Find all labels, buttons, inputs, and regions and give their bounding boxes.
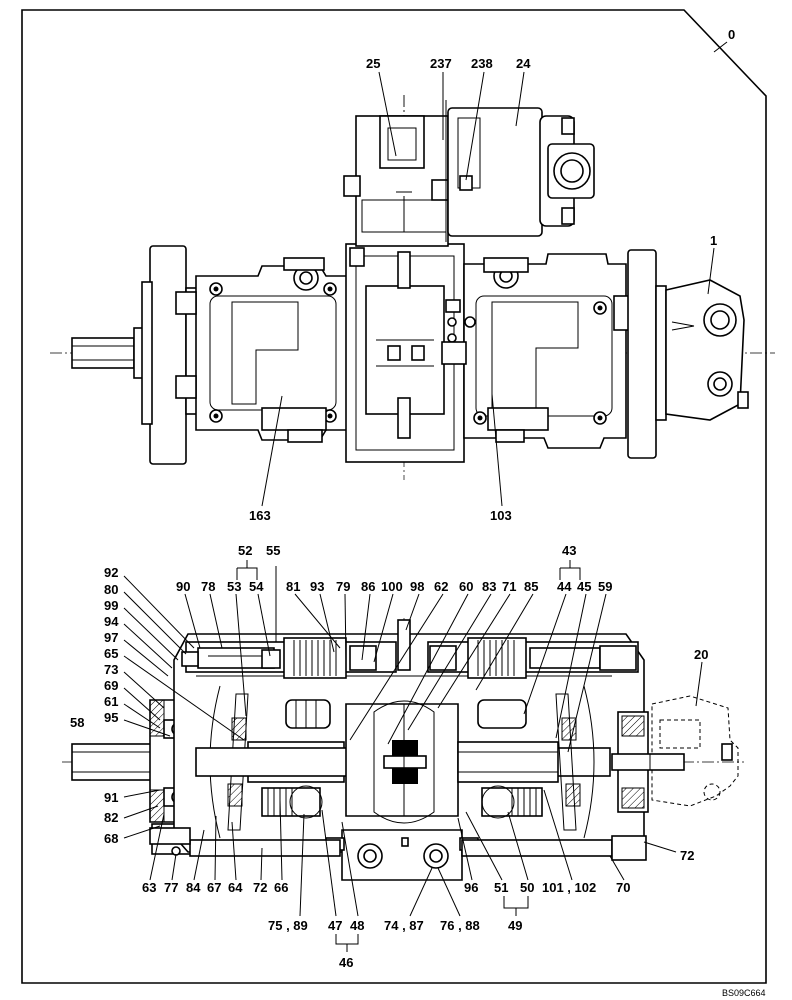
label-43: 43 (562, 543, 576, 558)
label-77: 77 (164, 880, 178, 895)
label-50: 50 (520, 880, 534, 895)
label-96: 96 (464, 880, 478, 895)
label-93: 93 (310, 579, 324, 594)
leader-lines (123, 41, 728, 952)
label-60: 60 (459, 579, 473, 594)
label-90: 90 (176, 579, 190, 594)
label-24: 24 (516, 56, 531, 71)
label-47: 47 (328, 918, 342, 933)
label-73: 73 (104, 662, 118, 677)
label-20: 20 (694, 647, 708, 662)
label-92: 92 (104, 565, 118, 580)
label-78: 78 (201, 579, 215, 594)
label-49: 49 (508, 918, 522, 933)
label-54: 54 (249, 579, 264, 594)
label-238: 238 (471, 56, 493, 71)
document-code: BS09C664 (722, 988, 766, 998)
label-55: 55 (266, 543, 280, 558)
label-80: 80 (104, 582, 118, 597)
label-76-88: 76 , 88 (440, 918, 480, 933)
label-1: 1 (710, 233, 717, 248)
label-45: 45 (577, 579, 591, 594)
label-71: 71 (502, 579, 516, 594)
label-95: 95 (104, 710, 118, 725)
left-spring-coil (293, 640, 337, 676)
section-view (62, 618, 744, 881)
label-48: 48 (350, 918, 364, 933)
label-82: 82 (104, 810, 118, 825)
label-83: 83 (482, 579, 496, 594)
label-98: 98 (410, 579, 424, 594)
label-68: 68 (104, 831, 118, 846)
label-0: 0 (728, 27, 735, 42)
label-85: 85 (524, 579, 538, 594)
label-59: 59 (598, 579, 612, 594)
label-64: 64 (228, 880, 243, 895)
label-79: 79 (336, 579, 350, 594)
right-spring-coil (477, 640, 515, 676)
label-81: 81 (286, 579, 300, 594)
label-62: 62 (434, 579, 448, 594)
label-103: 103 (490, 508, 512, 523)
right-lower-spring (511, 788, 537, 816)
label-52: 52 (238, 543, 252, 558)
label-74-87: 74 , 87 (384, 918, 424, 933)
label-75-89: 75 , 89 (268, 918, 308, 933)
label-46: 46 (339, 955, 353, 970)
label-94: 94 (104, 614, 119, 629)
label-25: 25 (366, 56, 380, 71)
label-163: 163 (249, 508, 271, 523)
section-view-labels: 52 55 43 92 80 90 78 53 54 81 93 79 86 1… (70, 543, 708, 970)
sheet-border (21, 9, 767, 984)
label-237: 237 (430, 56, 452, 71)
label-100: 100 (381, 579, 403, 594)
label-44: 44 (557, 579, 572, 594)
label-99: 99 (104, 598, 118, 613)
label-69: 69 (104, 678, 118, 693)
label-86: 86 (361, 579, 375, 594)
label-70: 70 (616, 880, 630, 895)
label-66: 66 (274, 880, 288, 895)
label-58: 58 (70, 715, 84, 730)
top-view-labels: 0 25 237 238 24 1 163 103 (249, 27, 735, 523)
label-91: 91 (104, 790, 118, 805)
label-84: 84 (186, 880, 201, 895)
label-67: 67 (207, 880, 221, 895)
label-72-bottom: 72 (253, 880, 267, 895)
label-53: 53 (227, 579, 241, 594)
label-61: 61 (104, 694, 118, 709)
label-65: 65 (104, 646, 118, 661)
label-97: 97 (104, 630, 118, 645)
label-72-right: 72 (680, 848, 694, 863)
top-view-external (50, 95, 775, 480)
label-101-102: 101 , 102 (542, 880, 596, 895)
label-51: 51 (494, 880, 508, 895)
label-63: 63 (142, 880, 156, 895)
